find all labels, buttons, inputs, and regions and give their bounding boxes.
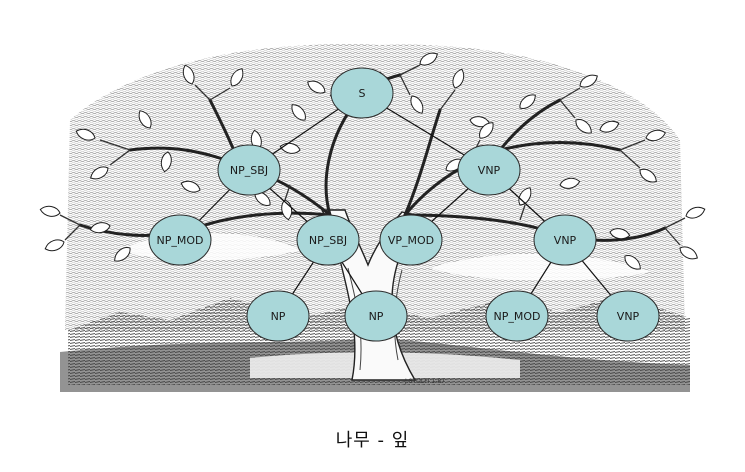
node-np_mod_1: NP_MOD [148, 214, 212, 266]
node-label: NP_SBJ [230, 164, 268, 177]
node-np_sbj_2: NP_SBJ [296, 214, 360, 266]
node-vnp_1: VNP [457, 144, 521, 196]
node-ellipse [379, 214, 443, 266]
node-ellipse [485, 290, 549, 342]
node-label: VNP [617, 310, 640, 323]
node-label: S [359, 87, 366, 100]
cloud-white [430, 254, 650, 281]
node-ellipse [148, 214, 212, 266]
node-np_2: NP [344, 290, 408, 342]
engraver-signature: J.STOLFI 1-87 [404, 378, 445, 385]
node-label: VP_MOD [388, 234, 434, 247]
node-ellipse [596, 290, 660, 342]
node-label: VNP [554, 234, 577, 247]
node-ellipse [344, 290, 408, 342]
node-label: NP_MOD [157, 234, 204, 247]
node-s: S [330, 67, 394, 119]
node-label: NP [369, 310, 384, 323]
node-np_sbj_1: NP_SBJ [217, 144, 281, 196]
node-np_1: NP [246, 290, 310, 342]
node-vnp_3: VNP [596, 290, 660, 342]
node-ellipse [457, 144, 521, 196]
node-ellipse [246, 290, 310, 342]
node-ellipse [533, 214, 597, 266]
node-vnp_2: VNP [533, 214, 597, 266]
node-label: VNP [478, 164, 501, 177]
node-label: NP_SBJ [309, 234, 347, 247]
node-label: NP_MOD [494, 310, 541, 323]
diagram-nodes: S NP_SBJ VNP NP_MOD NP_SBJ VP_MOD VNP NP NP NP_MO… [148, 67, 660, 342]
node-np_mod_2: NP_MOD [485, 290, 549, 342]
node-ellipse [217, 144, 281, 196]
caption: 나무 - 잎 [335, 430, 410, 451]
node-vp_mod: VP_MOD [379, 214, 443, 266]
node-ellipse [330, 67, 394, 119]
node-ellipse [296, 214, 360, 266]
node-label: NP [271, 310, 286, 323]
